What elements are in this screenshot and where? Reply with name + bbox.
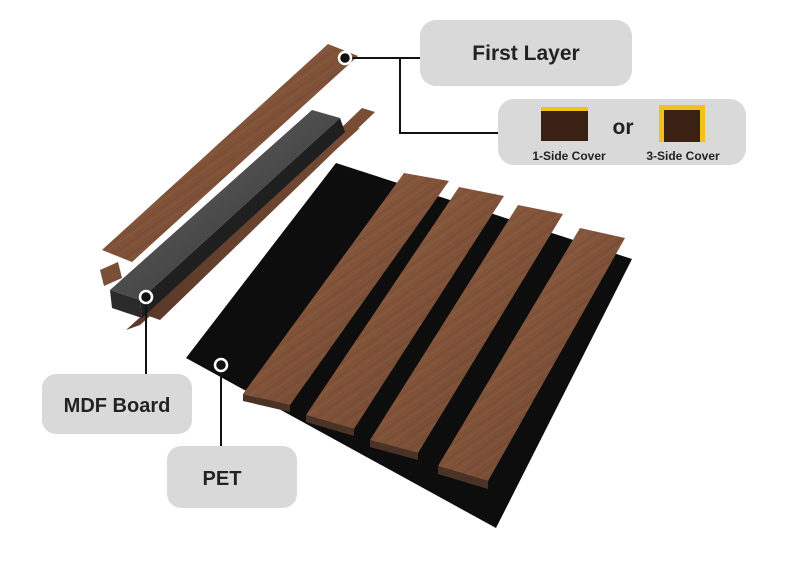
first-layer-grain (102, 44, 358, 262)
pet-label: PET (203, 468, 242, 490)
exploded-slat (100, 44, 375, 330)
three-side-cover-label: 3-Side Cover (646, 149, 720, 163)
first-layer-callout: First Layer (420, 20, 632, 86)
three-side-cover-swatch (659, 105, 705, 142)
cover-leader (399, 58, 500, 134)
one-side-cover-label: 1-Side Cover (532, 149, 606, 163)
side-veneer-strip (146, 108, 375, 320)
pet-callout: PET (167, 446, 297, 508)
first-layer-label: First Layer (472, 42, 579, 65)
or-label: or (613, 116, 634, 139)
side-veneer-left (100, 262, 122, 286)
leader-lines (145, 57, 500, 446)
cover-options-callout: or 1-Side Cover 3-Side Cover (498, 99, 746, 165)
wood-slat-2 (306, 187, 504, 436)
pet-marker (213, 357, 229, 373)
wood-slats (243, 173, 625, 489)
mdf-marker (138, 289, 154, 305)
one-side-cover-swatch (541, 107, 588, 141)
wood-slat-1 (243, 173, 449, 412)
wood-slat-3 (370, 205, 563, 460)
mdf-board-callout: MDF Board (42, 374, 192, 434)
mdf-core-end (140, 118, 345, 318)
mdf-board-label: MDF Board (64, 395, 171, 417)
wood-slat-4 (438, 228, 625, 489)
mdf-core-side (110, 290, 142, 318)
mdf-core-top (110, 110, 340, 300)
first-layer-marker (337, 50, 353, 66)
